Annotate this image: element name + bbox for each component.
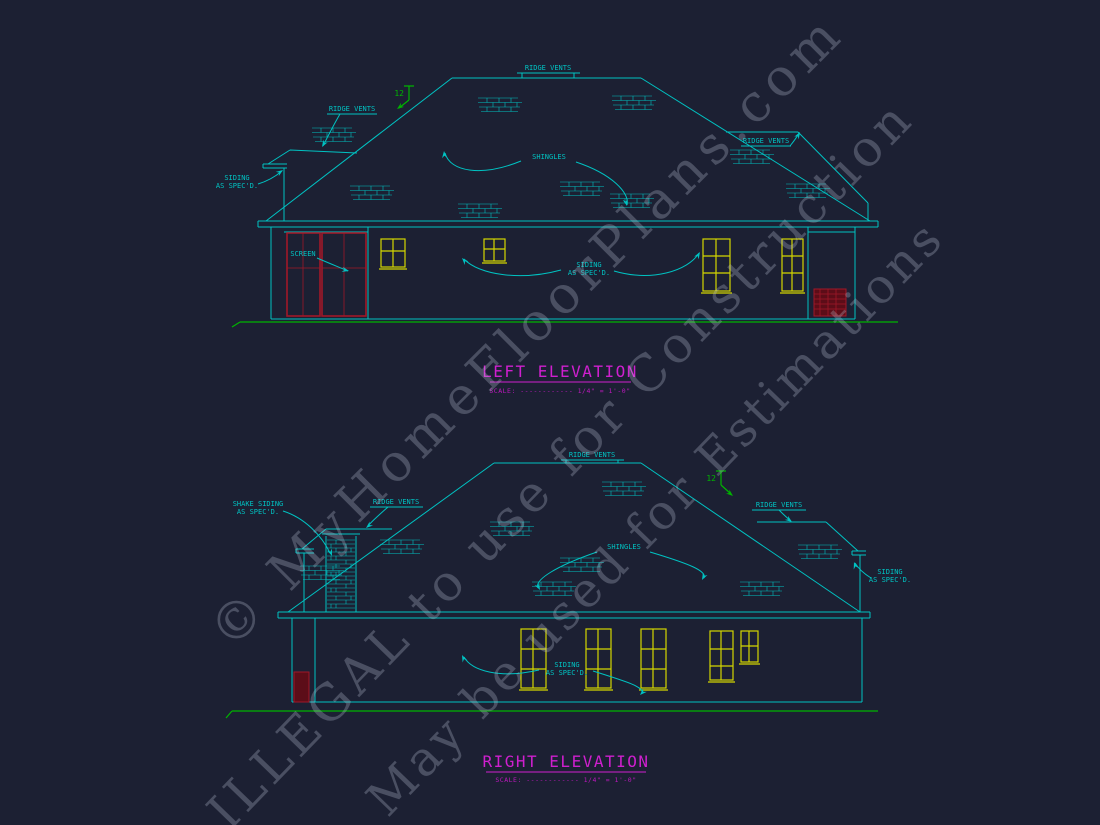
pitch-marker: 12 — [394, 85, 414, 112]
label-shake-siding-2: AS SPEC'D. — [237, 508, 279, 516]
label-ridge-vents-top: RIDGE VENTS — [525, 64, 571, 72]
roof-brick-hatches — [311, 95, 831, 218]
label-ridge-vents-right: RIDGE VENTS — [756, 501, 802, 509]
pitch-value: 12 — [706, 474, 716, 483]
label-siding-left-1: SIDING — [224, 174, 249, 182]
left-dormer-roof — [295, 528, 392, 612]
walls — [270, 227, 856, 320]
pitch-value: 12 — [394, 89, 404, 98]
left-elevation-caption: LEFT ELEVATION SCALE: ------------ 1/4" … — [482, 362, 638, 395]
porch-brick-rail — [813, 288, 847, 317]
ground-line — [225, 710, 878, 719]
right-elevation-caption: RIGHT ELEVATION SCALE: ------------ 1/4"… — [483, 752, 650, 784]
right-porch-roof — [726, 131, 869, 221]
left-porch-roof — [262, 149, 358, 221]
label-siding-right-1: SIDING — [877, 568, 902, 576]
label-siding-center-1: SIDING — [554, 661, 579, 669]
right-elevation-drawing: 12 RIDGE VENTS RIDGE VENTS RIDGE VENTS S… — [225, 451, 911, 719]
left-elevation-title: LEFT ELEVATION — [482, 362, 638, 381]
label-siding-right-2: AS SPEC'D. — [869, 576, 911, 584]
label-siding-left-2: AS SPEC'D. — [216, 182, 258, 190]
side-door — [293, 671, 310, 703]
right-elevation-title: RIGHT ELEVATION — [483, 752, 650, 771]
right-dormer-roof — [757, 521, 866, 612]
shake-chimney — [322, 533, 360, 612]
right-elevation-scale: SCALE: ------------ 1/4" = 1'-0" — [495, 776, 636, 784]
screen-porch — [286, 232, 367, 317]
ground-line — [231, 321, 898, 328]
windows — [519, 628, 760, 691]
label-shingles: SHINGLES — [532, 153, 566, 161]
left-elevation-scale: SCALE: ------------ 1/4" = 1'-0" — [489, 387, 630, 395]
label-ridge-vents-top: RIDGE VENTS — [569, 451, 615, 459]
main-roof — [277, 462, 871, 619]
annotations: RIDGE VENTS RIDGE VENTS RIDGE VENTS SHIN… — [216, 64, 803, 277]
label-siding-center-1: SIDING — [576, 261, 601, 269]
label-siding-center-2: AS SPEC'D. — [546, 669, 588, 677]
label-screen: SCREEN — [290, 250, 315, 258]
windows — [379, 238, 805, 294]
label-ridge-vents-right: RIDGE VENTS — [743, 137, 789, 145]
left-elevation-drawing: 12 RIDGE VENTS RIDGE VENTS RIDGE VENTS S… — [216, 64, 898, 328]
pitch-marker: 12 — [706, 470, 735, 498]
label-shake-siding-1: SHAKE SIDING — [233, 500, 284, 508]
annotations: RIDGE VENTS RIDGE VENTS RIDGE VENTS SHAK… — [233, 451, 911, 697]
walls — [291, 618, 863, 703]
label-ridge-vents-left: RIDGE VENTS — [373, 498, 419, 506]
label-siding-center-2: AS SPEC'D. — [568, 269, 610, 277]
main-roof — [257, 77, 879, 228]
label-shingles: SHINGLES — [607, 543, 641, 551]
label-ridge-vents-left: RIDGE VENTS — [329, 105, 375, 113]
